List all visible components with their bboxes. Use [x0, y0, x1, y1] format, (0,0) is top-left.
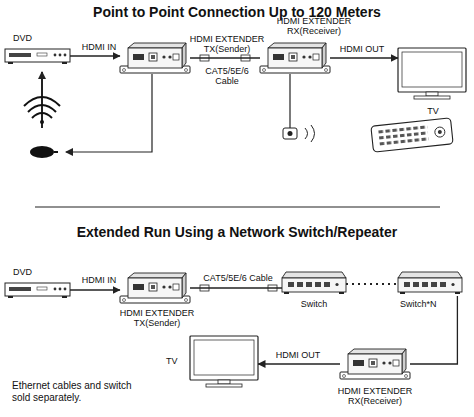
- tv-set: TV: [190, 336, 258, 388]
- cable-connector: [258, 363, 340, 364]
- extender-sender: HDMI EXTENDER TX(Sender): [120, 42, 190, 74]
- network-switch: Switch*N: [398, 272, 464, 296]
- cable-connector: [190, 57, 260, 58]
- node-label: TV: [166, 356, 186, 366]
- extender-receiver: HDMI EXTENDER RX(Receiver): [340, 348, 410, 380]
- node-label: HDMI EXTENDER RX(Receiver): [320, 386, 430, 407]
- cable-connector: [330, 57, 398, 58]
- dotted-link: [346, 283, 398, 285]
- node-label: Switch*N: [400, 299, 452, 309]
- edge-label: HDMI OUT: [272, 350, 324, 360]
- tv-set: TV: [398, 48, 466, 100]
- cable-connector: [70, 289, 120, 290]
- edge-label: CAT5/5E/6 Cable: [196, 273, 280, 283]
- edge-label: CAT5/5E/6 Cable: [200, 66, 254, 87]
- node-label: HDMI EXTENDER RX(Receiver): [264, 16, 364, 37]
- node-label: DVD: [13, 267, 43, 277]
- node-label: Switch: [284, 299, 344, 309]
- cable-connector: [190, 287, 282, 288]
- extender-sender: HDMI EXTENDER TX(Sender): [120, 272, 190, 304]
- diagram-title: Point to Point Connection Up to 120 Mete…: [0, 4, 474, 20]
- edge-label: HDMI IN: [78, 42, 120, 52]
- node-label: HDMI EXTENDER TX(Sender): [114, 308, 200, 329]
- edge-label: HDMI IN: [78, 275, 120, 285]
- dvd-player: DVD: [5, 48, 70, 64]
- node-label: DVD: [13, 33, 43, 43]
- node-label: TV: [418, 106, 448, 116]
- section-title: Extended Run Using a Network Switch/Repe…: [0, 224, 474, 240]
- dvd-player: DVD: [5, 282, 70, 298]
- extender-receiver: HDMI EXTENDER RX(Receiver): [260, 42, 330, 74]
- network-switch: Switch: [282, 272, 346, 296]
- cable-connector: [70, 55, 120, 56]
- node-label: HDMI EXTENDER TX(Sender): [184, 34, 270, 55]
- edge-label: HDMI OUT: [336, 44, 388, 54]
- note-text: Ethernet cables and switch sold separate…: [12, 380, 152, 403]
